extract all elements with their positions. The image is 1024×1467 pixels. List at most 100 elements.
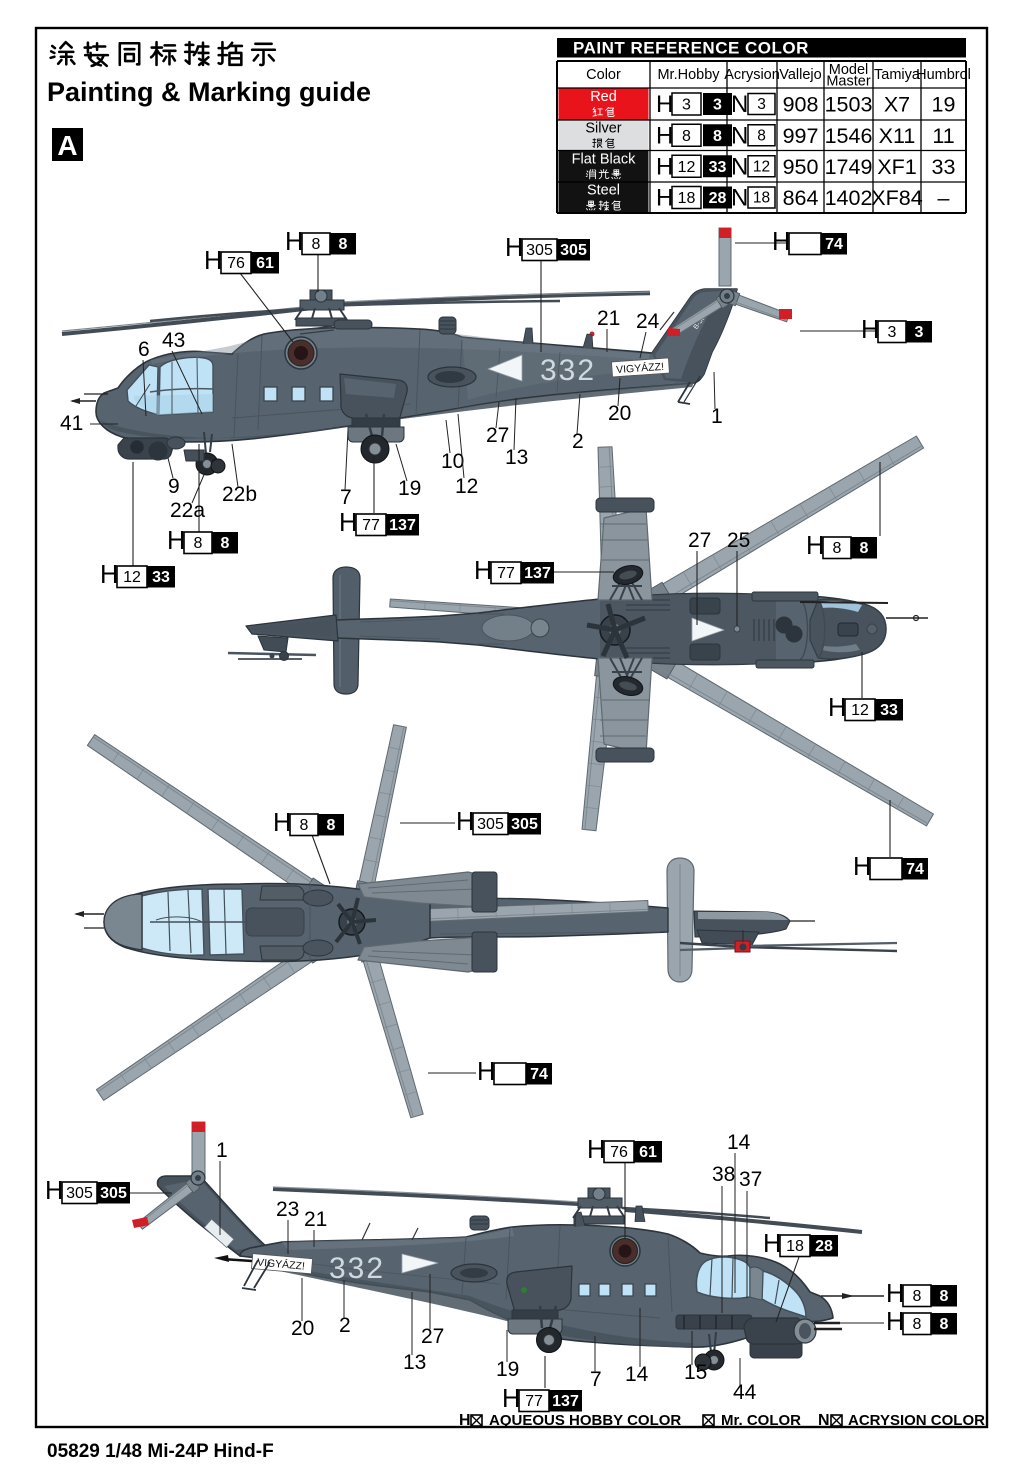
svg-text:8: 8 <box>833 540 842 557</box>
svg-text:77: 77 <box>525 1393 543 1410</box>
svg-text:H: H <box>587 1136 605 1164</box>
svg-text:8: 8 <box>860 540 869 557</box>
svg-text:–: – <box>938 186 950 210</box>
svg-text:25: 25 <box>727 529 750 552</box>
svg-text:28: 28 <box>709 190 727 207</box>
svg-text:137: 137 <box>524 565 551 582</box>
svg-text:H: H <box>806 532 824 560</box>
svg-text:27: 27 <box>486 424 509 447</box>
svg-text:Tamiya: Tamiya <box>874 67 921 83</box>
svg-text:864: 864 <box>783 186 819 210</box>
svg-text:305: 305 <box>100 1185 127 1202</box>
svg-text:22a: 22a <box>170 499 205 522</box>
svg-text:33: 33 <box>880 702 898 719</box>
svg-text:18: 18 <box>786 1238 804 1255</box>
svg-text:H: H <box>456 808 474 836</box>
svg-text:1546: 1546 <box>825 124 873 148</box>
svg-text:N: N <box>731 91 748 118</box>
svg-text:Master: Master <box>826 74 870 90</box>
svg-text:3: 3 <box>682 97 691 114</box>
svg-text:ACRYSION COLOR: ACRYSION COLOR <box>848 1412 985 1429</box>
svg-text:1: 1 <box>711 405 723 428</box>
svg-text:27: 27 <box>421 1325 444 1348</box>
svg-text:H: H <box>828 694 846 722</box>
svg-text:X11: X11 <box>879 124 916 148</box>
svg-text:XF84: XF84 <box>871 186 922 210</box>
svg-text:Flat Black: Flat Black <box>572 151 636 167</box>
svg-text:305: 305 <box>560 242 587 259</box>
svg-text:997: 997 <box>783 124 819 148</box>
svg-text:8: 8 <box>300 817 309 834</box>
svg-text:9: 9 <box>168 475 180 498</box>
svg-text:19: 19 <box>398 477 421 500</box>
svg-text:H: H <box>772 228 790 256</box>
svg-text:8: 8 <box>221 535 230 552</box>
svg-text:27: 27 <box>688 529 711 552</box>
svg-text:7: 7 <box>590 1368 602 1391</box>
svg-text:3: 3 <box>915 324 924 341</box>
svg-text:6: 6 <box>138 338 150 361</box>
svg-text:12: 12 <box>753 158 770 175</box>
svg-text:332: 332 <box>540 354 596 387</box>
svg-text:H: H <box>656 122 673 149</box>
svg-text:74: 74 <box>906 861 924 878</box>
svg-text:8: 8 <box>940 1316 949 1333</box>
svg-text:23: 23 <box>276 1198 299 1221</box>
svg-text:14: 14 <box>625 1363 649 1386</box>
svg-text:74: 74 <box>825 236 843 253</box>
svg-text:VIGYÁZZ!: VIGYÁZZ! <box>616 360 665 376</box>
svg-text:A: A <box>57 130 77 161</box>
svg-text:2: 2 <box>572 430 584 453</box>
svg-text:Vallejo: Vallejo <box>779 67 821 83</box>
svg-text:305: 305 <box>477 816 504 833</box>
svg-text:137: 137 <box>389 517 416 534</box>
svg-text:76: 76 <box>610 1144 628 1161</box>
svg-text:H: H <box>285 228 303 256</box>
svg-text:1402: 1402 <box>825 186 873 210</box>
svg-text:305: 305 <box>526 242 553 259</box>
svg-text:H: H <box>656 91 673 118</box>
svg-text:Red: Red <box>590 89 617 105</box>
svg-text:12: 12 <box>678 159 696 176</box>
svg-text:H: H <box>45 1177 63 1205</box>
svg-text:Painting & Marking guide: Painting & Marking guide <box>47 77 371 107</box>
svg-text:33: 33 <box>932 155 956 179</box>
svg-text:XF1: XF1 <box>877 155 916 179</box>
svg-text:15: 15 <box>684 1361 707 1384</box>
svg-text:43: 43 <box>162 329 185 352</box>
svg-text:8: 8 <box>312 236 321 253</box>
svg-text:950: 950 <box>783 155 819 179</box>
svg-text:3: 3 <box>757 96 766 113</box>
svg-text:61: 61 <box>639 1144 657 1161</box>
svg-text:33: 33 <box>152 569 170 586</box>
svg-text:33: 33 <box>709 159 727 176</box>
svg-text:AQUEOUS HOBBY COLOR: AQUEOUS HOBBY COLOR <box>489 1412 681 1429</box>
svg-text:7: 7 <box>340 486 352 509</box>
svg-text:H: H <box>886 1280 904 1308</box>
svg-text:H: H <box>656 153 673 180</box>
svg-text:VIGYÁZZ!: VIGYÁZZ! <box>257 1256 306 1273</box>
svg-text:21: 21 <box>597 307 620 330</box>
svg-text:H: H <box>100 561 118 589</box>
svg-text:908: 908 <box>783 93 819 117</box>
svg-text:H: H <box>474 557 492 585</box>
svg-text:H: H <box>502 1385 520 1413</box>
svg-text:12: 12 <box>851 702 869 719</box>
svg-text:20: 20 <box>291 1317 314 1340</box>
svg-text:Color: Color <box>586 67 621 83</box>
svg-text:77: 77 <box>362 517 380 534</box>
svg-text:305: 305 <box>66 1185 93 1202</box>
svg-text:38: 38 <box>712 1163 735 1186</box>
svg-text:Mr.Hobby: Mr.Hobby <box>657 67 720 83</box>
svg-text:1503: 1503 <box>825 93 873 117</box>
svg-text:13: 13 <box>505 446 528 469</box>
svg-text:1: 1 <box>216 1139 228 1162</box>
svg-text:3: 3 <box>888 324 897 341</box>
svg-text:8: 8 <box>913 1288 922 1305</box>
svg-text:H: H <box>459 1412 471 1429</box>
svg-text:8: 8 <box>682 128 691 145</box>
svg-text:21: 21 <box>304 1208 327 1231</box>
svg-text:11: 11 <box>932 124 954 148</box>
svg-text:8: 8 <box>194 535 203 552</box>
svg-text:N: N <box>818 1412 830 1429</box>
